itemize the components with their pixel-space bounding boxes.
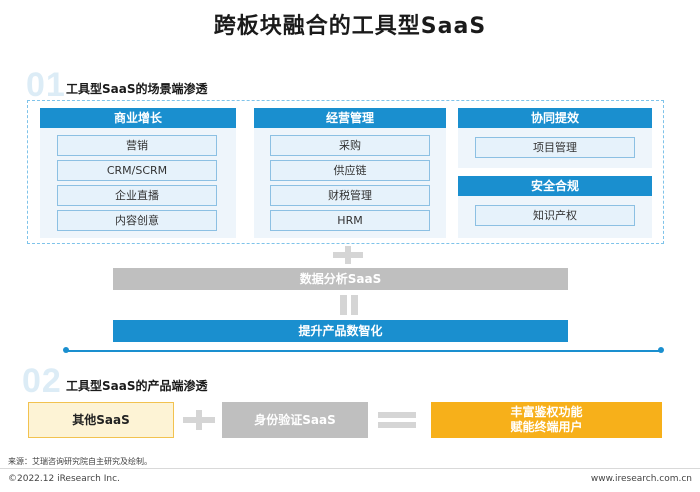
- website: www.iresearch.com.cn: [590, 474, 692, 484]
- footer-divider: [0, 468, 700, 469]
- scene-dashed-container: [27, 100, 664, 244]
- item-supply-chain: 供应链: [270, 160, 430, 181]
- item-hrm: HRM: [270, 210, 430, 231]
- page-title: 跨板块融合的工具型SaaS: [213, 14, 487, 39]
- panel-collaboration: 协同提效 项目管理: [458, 108, 652, 168]
- result-line-2: 赋能终端用户: [510, 420, 583, 434]
- item-content: 内容创意: [57, 210, 217, 231]
- plus-icon-2: [183, 410, 215, 430]
- panel-header-collaboration: 协同提效: [458, 108, 652, 128]
- divider-dot-right: [658, 347, 664, 353]
- panel-operation-management: 经营管理 采购 供应链 财税管理 HRM: [254, 108, 446, 238]
- panel-business-growth: 商业增长 营销 CRM/SCRM 企业直播 内容创意: [40, 108, 236, 238]
- copyright: ©2022.12 iResearch Inc.: [8, 474, 120, 484]
- identity-saas-box: 身份验证SaaS: [222, 402, 368, 438]
- source-note: 来源：艾瑞咨询研究院自主研究及绘制。: [8, 457, 152, 466]
- equals-icon-2: [378, 410, 416, 430]
- result-line-1: 丰富鉴权功能: [510, 405, 583, 419]
- item-crm: CRM/SCRM: [57, 160, 217, 181]
- item-procurement: 采购: [270, 135, 430, 156]
- divider-dot-left: [63, 347, 69, 353]
- equals-icon: [339, 295, 359, 315]
- plus-icon: [333, 246, 363, 264]
- item-live: 企业直播: [57, 185, 217, 206]
- panel-header-security-compliance: 安全合规: [458, 176, 652, 196]
- panel-security-compliance: 安全合规 知识产权: [458, 176, 652, 238]
- section-title-product: 工具型SaaS的产品端渗透: [66, 379, 208, 393]
- result-box: 丰富鉴权功能 赋能终端用户: [431, 402, 662, 438]
- section-number-01: 01: [26, 66, 66, 104]
- data-analysis-bar: 数据分析SaaS: [113, 268, 568, 290]
- panel-header-operation-management: 经营管理: [254, 108, 446, 128]
- item-project-management: 项目管理: [475, 137, 635, 158]
- item-ip: 知识产权: [475, 205, 635, 226]
- upgrade-bar: 提升产品数智化: [113, 320, 568, 342]
- item-tax: 财税管理: [270, 185, 430, 206]
- panel-header-business-growth: 商业增长: [40, 108, 236, 128]
- other-saas-box: 其他SaaS: [28, 402, 174, 438]
- item-marketing: 营销: [57, 135, 217, 156]
- divider-line: [66, 350, 661, 352]
- section-title-scene: 工具型SaaS的场景端渗透: [66, 82, 208, 96]
- section-number-02: 02: [22, 362, 62, 400]
